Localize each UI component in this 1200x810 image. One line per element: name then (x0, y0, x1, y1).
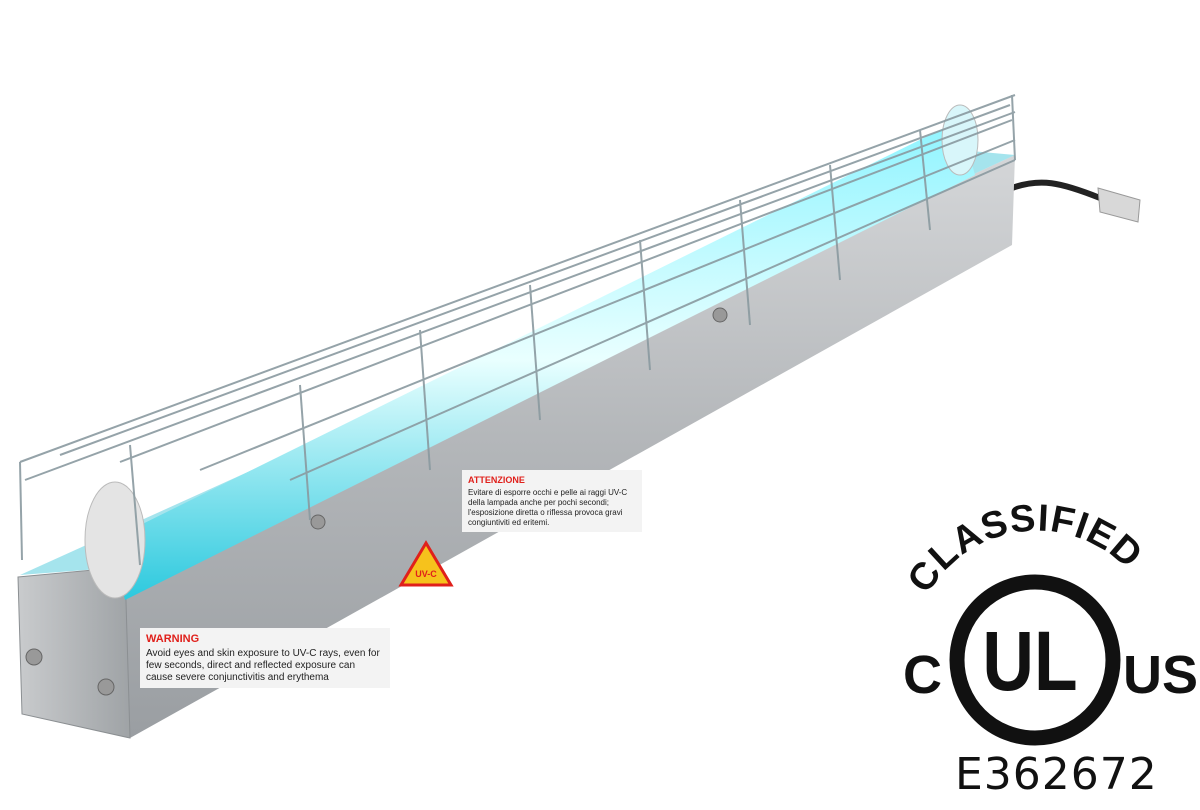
attention-title: ATTENZIONE (468, 475, 525, 485)
lamp-holder (84, 481, 146, 599)
hazard-triangle-icon (398, 540, 454, 587)
warning-label: WARNING Avoid eyes and skin exposure to … (140, 628, 390, 688)
ul-file-number: E362672 (955, 749, 1158, 800)
warning-text: Avoid eyes and skin exposure to UV-C ray… (146, 648, 380, 683)
attention-text: Evitare di esporre occhi e pelle ai ragg… (468, 488, 628, 527)
uv-tube (110, 120, 975, 600)
hazard-sign: UV-C (398, 540, 454, 588)
ul-classified-logo: CLASSIFIED UL C US (900, 497, 1198, 746)
power-cable (1010, 179, 1141, 223)
screw (712, 307, 728, 323)
screw (310, 514, 326, 530)
wire-cage (19, 94, 1016, 566)
ul-us: US (1123, 645, 1198, 705)
ul-mark: UL (982, 613, 1077, 708)
screw (97, 678, 115, 696)
housing-side (125, 155, 1015, 738)
attention-label: ATTENZIONE Evitare di esporre occhi e pe… (462, 470, 642, 532)
screw (25, 648, 43, 666)
ul-c: C (903, 645, 942, 705)
warning-title: WARNING (146, 633, 200, 645)
hazard-text: UV-C (415, 569, 437, 579)
